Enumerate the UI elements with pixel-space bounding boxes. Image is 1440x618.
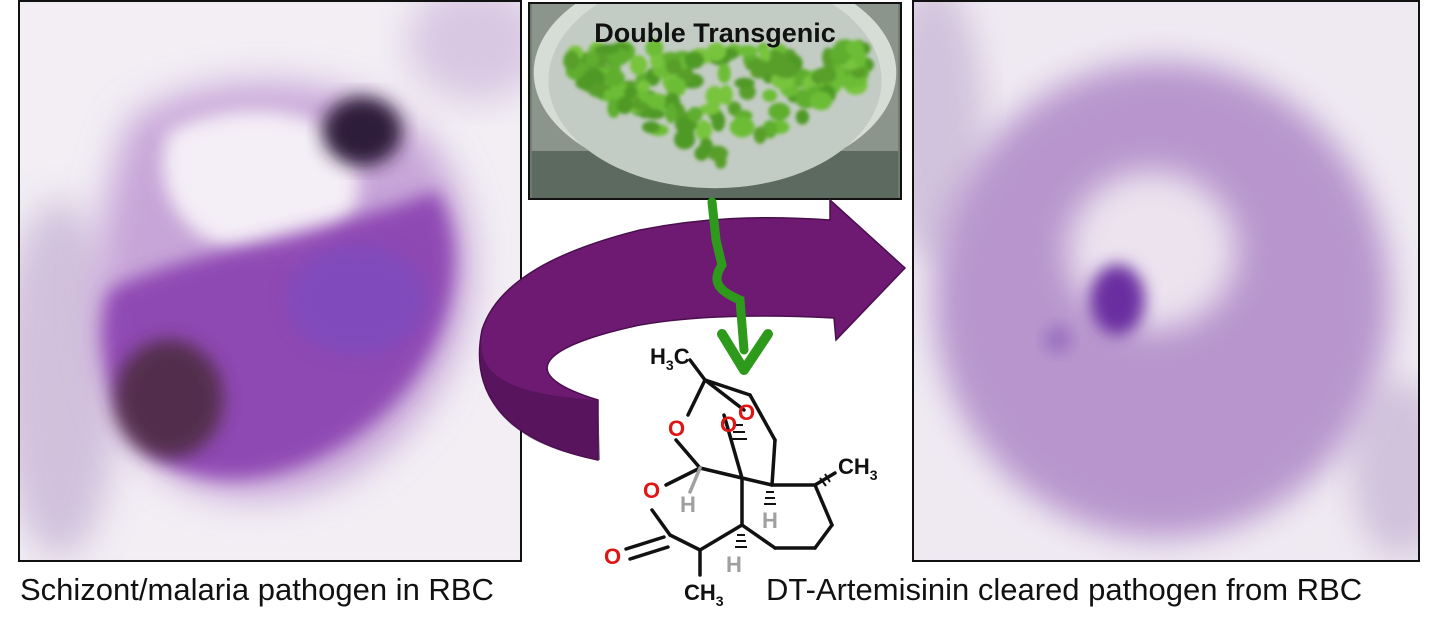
methyl-label-bottom: CH — [684, 580, 716, 605]
seedling-leaf — [699, 137, 713, 154]
seedling-leaf — [687, 106, 703, 122]
svg-text:CH3: CH3 — [838, 454, 878, 483]
seedling-leaf — [575, 76, 594, 90]
pathogen-dark-region — [322, 96, 402, 166]
seedling-leaf — [745, 59, 771, 73]
hydrogen-atom: H — [762, 508, 778, 533]
seedling-leaf — [829, 44, 851, 63]
seedling-leaf — [711, 110, 726, 132]
oxygen-atom: O — [643, 478, 660, 503]
transgenic-plate-image: Double Transgenic — [528, 2, 902, 200]
seedling-leaf — [629, 55, 648, 76]
seedling-leaf — [603, 88, 621, 99]
carbonyl-oxygen: O — [604, 544, 621, 569]
seedling-leaf — [584, 51, 599, 68]
seedling-leaf — [637, 80, 651, 92]
methyl-label-right: CH — [838, 454, 870, 479]
pathogen-dark-region — [114, 339, 224, 459]
oxygen-atom: O — [738, 400, 755, 425]
seedling-plate-illustration — [531, 4, 899, 198]
seedling-leaf — [676, 117, 691, 138]
hydrogen-atom: H — [680, 492, 696, 517]
seedling-leaf — [706, 42, 727, 61]
artemisinin-structure — [624, 358, 837, 577]
green-arrow — [707, 197, 749, 355]
cleared-rbc-illustration — [914, 2, 1418, 560]
seedling-leaf — [665, 58, 683, 75]
seedling-leaf — [616, 96, 633, 115]
seedling-leaf — [624, 85, 638, 100]
oxygen-atom: O — [668, 416, 685, 441]
seedling-leaf — [563, 50, 580, 71]
plate-label: Double Transgenic — [594, 18, 836, 48]
seedling-leaf — [645, 38, 664, 58]
seedling-leaf — [729, 116, 755, 138]
green-arrowhead — [717, 329, 773, 375]
seedling-leaf — [665, 103, 677, 124]
caption-infected: Schizont/malaria pathogen in RBC — [20, 572, 494, 607]
infected-rbc-illustration — [20, 2, 520, 560]
seedling-leaf — [714, 153, 727, 169]
seedling-leaf — [596, 43, 619, 54]
seedling-leaf — [809, 91, 833, 111]
seedling-leaf — [795, 109, 810, 125]
hydrogen-atom: H — [726, 552, 742, 577]
oxygen-atom: O — [720, 412, 737, 437]
seedling-leaf — [684, 51, 705, 70]
svg-text:H3C: H3C — [650, 344, 690, 373]
seedling-leaf — [734, 77, 755, 89]
cleared-rbc-image — [912, 0, 1420, 562]
seedling-leaf — [699, 103, 720, 115]
seedling-leaf — [705, 85, 724, 107]
seedling-leaf — [642, 121, 660, 134]
seedling-leaf — [762, 89, 778, 102]
seedling-leaf — [665, 76, 687, 97]
seedling-leaf — [604, 69, 626, 86]
seedling-leaf — [607, 98, 621, 119]
seedling-leaf — [813, 67, 837, 84]
seedling-leaf — [768, 102, 791, 121]
seedling-leaf — [753, 126, 767, 144]
infected-rbc-image — [18, 0, 522, 562]
residual-chromatin-dot — [1089, 264, 1146, 336]
seedling-leaf — [846, 40, 864, 57]
seedling-leaf — [695, 120, 712, 141]
seedling-leaf — [649, 54, 664, 69]
methyl-label-top: H — [650, 344, 666, 369]
seedling-leaf — [771, 62, 797, 78]
curved-arrow — [478, 198, 907, 461]
seedling-leaf — [717, 63, 731, 84]
seedling-leaf — [758, 46, 771, 64]
hashed-bonds — [731, 424, 831, 548]
svg-text:CH3: CH3 — [684, 580, 724, 609]
seedling-leaf — [737, 45, 758, 57]
seedling-leaf — [639, 92, 654, 103]
caption-cleared: DT-Artemisinin cleared pathogen from RBC — [766, 572, 1363, 607]
